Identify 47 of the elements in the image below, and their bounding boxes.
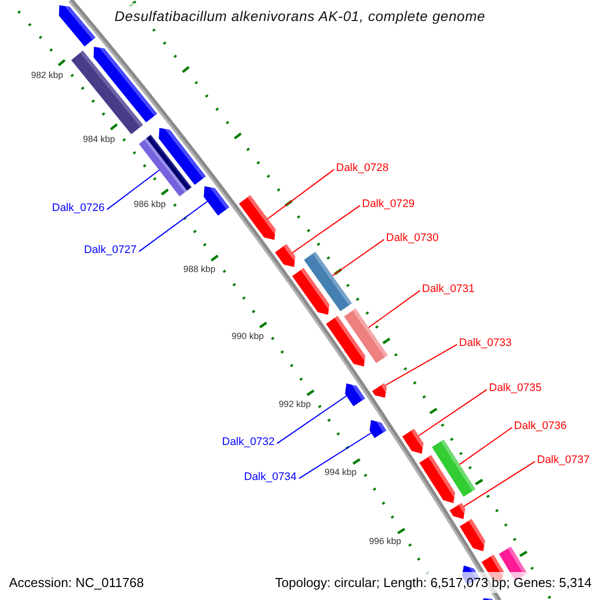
gene-feature <box>58 5 96 46</box>
leader-line <box>276 395 347 444</box>
gene-label: Dalk_0736 <box>514 420 567 433</box>
gene-label: Dalk_0726 <box>52 202 105 215</box>
gene-feature <box>275 244 296 267</box>
gene-feature <box>94 46 158 122</box>
gene-feature <box>450 502 466 520</box>
gene-label: Dalk_0731 <box>422 282 475 296</box>
tick-label: 990 kbp <box>232 330 264 341</box>
gene-feature <box>345 383 366 406</box>
gene-label: Dalk_0737 <box>537 454 590 467</box>
gene-feature <box>402 428 424 454</box>
tick-label: 986 kbp <box>134 198 166 209</box>
tick-label: 988 kbp <box>183 264 216 274</box>
tick-label: 992 kbp <box>278 398 311 409</box>
tick-label: 982 kbp <box>31 70 64 80</box>
gene-feature <box>158 128 206 185</box>
gene-label: Dalk_0730 <box>386 232 439 245</box>
leader-line <box>459 427 512 465</box>
gene-feature <box>204 186 230 216</box>
leader-line <box>267 169 334 220</box>
leader-line <box>332 239 384 276</box>
gene-label: Dalk_0728 <box>336 162 389 175</box>
tick-label: 996 kbp <box>369 536 402 546</box>
gene-feature <box>372 383 387 398</box>
gene-label: Dalk_0727 <box>84 244 137 257</box>
leader-line <box>384 344 458 386</box>
gene-feature <box>419 455 456 504</box>
gene-label: Dalk_0735 <box>489 382 542 395</box>
gene-feature <box>292 268 330 315</box>
leader-line <box>298 432 372 479</box>
leader-line <box>463 461 536 507</box>
gene-feature <box>460 518 485 552</box>
gene-label: Dalk_0734 <box>244 471 297 484</box>
gene-block <box>344 308 388 364</box>
gene-feature <box>238 195 276 240</box>
leader-line <box>418 389 488 436</box>
leader-line <box>292 205 360 254</box>
gene-label: Dalk_0732 <box>222 436 275 448</box>
gene-label: Dalk_0729 <box>362 198 415 211</box>
leader-line <box>138 200 208 252</box>
tick-label: 984 kbp <box>83 134 116 144</box>
tick-label: 994 kbp <box>324 466 357 477</box>
leader-line <box>106 170 160 210</box>
gene-label: Dalk_0733 <box>459 336 512 350</box>
leader-line <box>368 290 420 328</box>
gene-feature <box>370 420 386 438</box>
